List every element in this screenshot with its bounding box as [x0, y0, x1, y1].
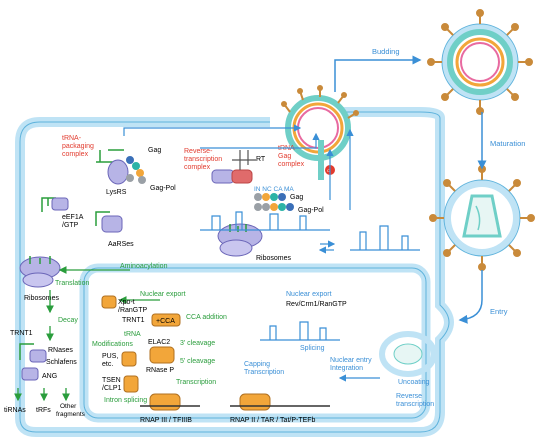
budding-label: Budding: [372, 47, 400, 56]
ribosome-right: [217, 223, 263, 257]
output-fragments: fragments: [56, 411, 86, 418]
eef1a-label-2: /GTP: [62, 222, 79, 229]
trna-packaging-label-3: complex: [62, 151, 89, 158]
ribosomes-right-label: Ribosomes: [256, 255, 292, 262]
transcription-left-label: Transcription: [176, 379, 216, 386]
trna-aarses: [95, 211, 110, 226]
trna-gag-label-2: Gag: [278, 153, 291, 160]
tsen-label-1: TSEN: [102, 377, 121, 384]
rt-complex-label-1: Reverse-: [184, 148, 213, 155]
uncoating-capsid: [379, 331, 437, 377]
pus-label-1: PUS,: [102, 353, 118, 360]
eef1a-label-1: eEF1A: [62, 214, 84, 221]
trna-packaging-label-1: tRNA-: [62, 135, 82, 142]
decay-label: Decay: [58, 317, 78, 324]
trna-eef1a: [41, 197, 56, 212]
tsen-label-2: /CLP1: [102, 385, 122, 392]
cca-label: +CCA: [156, 318, 175, 325]
gag-domains-label: IN NC CA MA: [254, 186, 294, 193]
trna-packaging-complex: [96, 149, 146, 185]
viral-rna-1: [200, 211, 330, 231]
rt-complex: [211, 150, 256, 184]
intron-splicing-label: Intron splicing: [104, 397, 147, 404]
aminoacylation-label: Aminoacylation: [120, 263, 168, 270]
nuclear-entry-label-2: Integration: [330, 365, 363, 372]
nuclear-entry-label-1: Nuclear entry: [330, 357, 372, 364]
trnt1-left-label: TRNT1: [10, 330, 33, 337]
output-trfs: tRFs: [36, 407, 51, 414]
splicing-label: Splicing: [300, 345, 325, 352]
rnase-p-label: RNase P: [146, 367, 174, 374]
capping-label-2: Transcription: [244, 369, 284, 376]
rnap2-label: RNAP II / TAR / Tat/P-TEFb: [230, 417, 316, 424]
aarses-label: AaRSes: [108, 241, 134, 248]
rt-complex-label-2: transcription: [184, 156, 222, 163]
rnases-protein: [29, 349, 47, 363]
ang-protein: [21, 367, 39, 381]
rnases-label: RNases: [48, 347, 73, 354]
modifications-label: Modifications: [92, 341, 133, 348]
aarses-protein: [101, 215, 123, 233]
rnap3-label: RNAP III / TFIIIB: [140, 417, 192, 424]
tsen-protein: [123, 375, 139, 393]
pus-protein: [121, 351, 137, 367]
trnt1-top-label: TRNT1: [122, 317, 145, 324]
three-cleavage-label: 3' cleavage: [180, 340, 215, 347]
lysrs-label: LysRS: [106, 189, 127, 196]
uncoating-label: Uncoating: [398, 379, 430, 386]
trna-packaging-label-2: packaging: [62, 143, 94, 150]
ribosomes-left-label: Ribosomes: [24, 295, 60, 302]
trna-gag-label-3: complex: [278, 161, 305, 168]
elac2-label: ELAC2: [148, 339, 170, 346]
entry-label: Entry: [490, 307, 508, 316]
elac2-protein: [149, 346, 175, 364]
output-tirnas: tiRNAs: [4, 407, 26, 414]
gag-pol-label-2: Gag-Pol: [298, 207, 324, 214]
xpot-protein: [101, 295, 117, 309]
nuclear-export-right-label: Nuclear export: [286, 291, 332, 298]
c-term-label: C: [327, 168, 330, 173]
output-other: Other: [60, 403, 77, 410]
xpot-label-2: /RanGTP: [118, 307, 148, 314]
translation-label: Translation: [55, 280, 89, 287]
cca-box: [151, 313, 181, 327]
rt-complex-label-3: complex: [184, 164, 211, 171]
trna-decay: [19, 343, 34, 360]
ang-label: ANG: [42, 373, 57, 380]
nuclear-export-left-label: Nuclear export: [140, 291, 186, 298]
gag-label-2: Gag: [290, 194, 303, 201]
ribosome-left: [19, 256, 61, 288]
pus-label-2: etc.: [102, 361, 113, 368]
five-cleavage-label: 5' cleavage: [180, 358, 215, 365]
reverse-transcription-label-2: transcription: [396, 401, 434, 408]
schlafens-label: Schlafens: [46, 359, 77, 366]
eef1a-protein: [51, 197, 69, 211]
nuclear-rna: [260, 321, 340, 341]
immature-virion: [427, 9, 533, 115]
viral-rna-2: [350, 225, 420, 251]
rt-label: RT: [256, 156, 266, 163]
gag-polyprotein: [254, 193, 294, 211]
capping-label-1: Capping: [244, 361, 270, 368]
mature-virion: [429, 165, 535, 271]
maturation-label: Maturation: [490, 139, 525, 148]
gag-label: Gag: [148, 147, 161, 154]
reverse-transcription-label-1: Reverse: [396, 393, 422, 400]
cca-addition-label: CCA addition: [186, 314, 227, 321]
rnap3-complex: [140, 393, 200, 411]
trna-label: tRNA: [124, 331, 141, 338]
gag-pol-label: Gag-Pol: [150, 185, 176, 192]
rnap2-complex: [230, 393, 330, 411]
rev-crm1-label: Rev/Crm1/RanGTP: [286, 301, 347, 308]
xpot-label-1: Xpo-t: [118, 299, 135, 306]
